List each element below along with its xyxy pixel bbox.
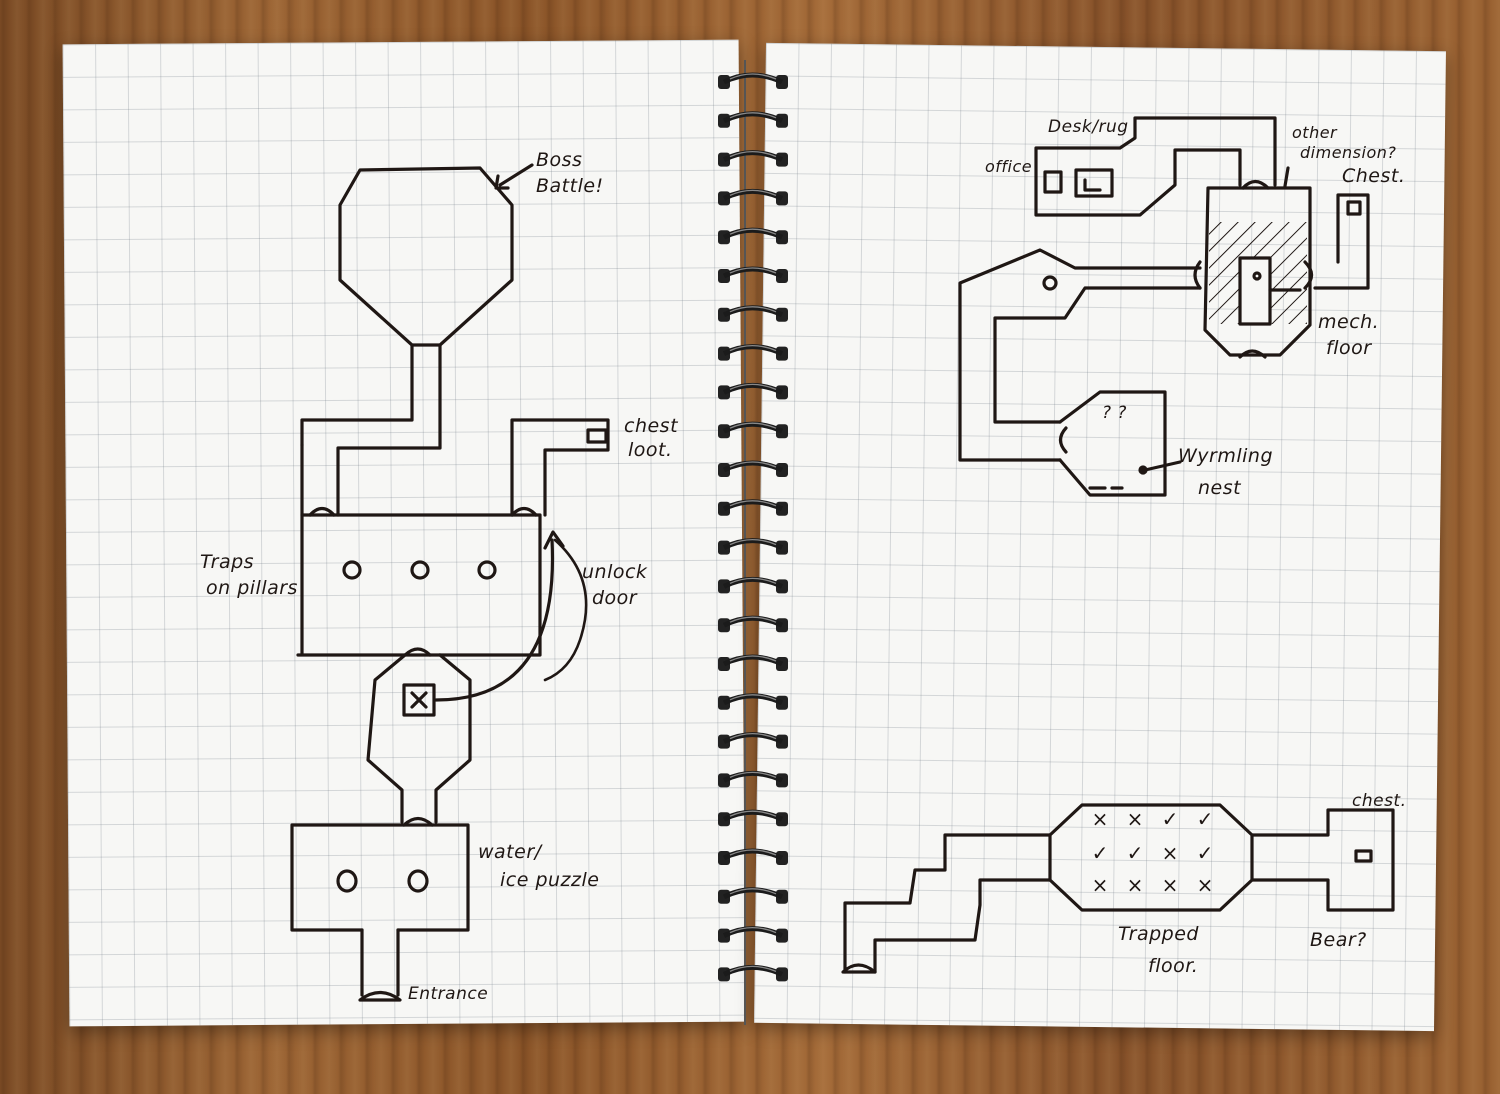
nest-arrow: [1145, 462, 1180, 470]
spiral-ring: [718, 346, 788, 361]
desk-rug-icon: [1076, 170, 1112, 196]
spiral-binding: [718, 60, 788, 1025]
label-unlock-line2: door: [592, 587, 638, 609]
trap-tile-x-icon: ×: [1197, 873, 1214, 897]
label-nest-marks: ? ?: [1102, 403, 1127, 423]
label-boss-line2: Battle!: [536, 175, 604, 197]
spiral-ring: [718, 889, 788, 904]
spiral-ring: [718, 229, 788, 244]
trapped-floor-grid: × × ✓ ✓ ✓ ✓ × ✓ × × × ×: [1092, 807, 1214, 897]
boss-arrow: [500, 165, 532, 185]
spiral-ring: [718, 772, 788, 787]
label-chest-loot-line1: chest: [624, 415, 679, 437]
chest-top-icon: [1348, 202, 1360, 214]
spiral-ring: [718, 190, 788, 205]
spiral-ring: [718, 811, 788, 826]
label-boss-line1: Boss: [536, 149, 582, 171]
label-chest-loot-line2: loot.: [628, 439, 673, 461]
safe-tile-check-icon: ✓: [1197, 807, 1214, 831]
spiral-ring: [718, 423, 788, 438]
nest-dot: [1140, 467, 1146, 473]
safe-tile-check-icon: ✓: [1092, 841, 1109, 865]
spiral-ring: [718, 74, 788, 89]
safe-tile-check-icon: ✓: [1127, 841, 1144, 865]
label-mech-line2: floor: [1326, 337, 1372, 359]
label-chest-top: Chest.: [1342, 165, 1405, 187]
boss-corridor: [302, 345, 440, 515]
pillar-3: [479, 562, 495, 578]
trapped-floor-room: [1050, 805, 1252, 910]
pillar-water-1: [338, 871, 356, 891]
lever-x-icon: [412, 693, 426, 707]
chest-loot-corridor: [512, 420, 608, 515]
pillar-2: [412, 562, 428, 578]
trap-tile-x-icon: ×: [1162, 873, 1179, 897]
label-water-line2: ice puzzle: [500, 869, 599, 891]
spiral-ring: [718, 384, 788, 399]
label-traps-line1: Traps: [200, 551, 254, 573]
label-trapped-line2: floor.: [1148, 955, 1198, 977]
spiral-ring: [718, 268, 788, 283]
label-bear: Bear?: [1310, 929, 1367, 951]
spiral-ring: [718, 695, 788, 710]
label-unlock-line1: unlock: [582, 561, 648, 583]
spiral-ring: [718, 501, 788, 516]
stair-corridor: [845, 835, 1050, 972]
other-dimension-arrow: [1285, 168, 1288, 186]
spiral-ring: [718, 656, 788, 671]
trap-tile-x-icon: ×: [1127, 873, 1144, 897]
safe-tile-check-icon: ✓: [1162, 807, 1179, 831]
spiral-ring: [718, 540, 788, 555]
mech-inner-block: [1240, 258, 1270, 324]
label-water-line1: water/: [478, 841, 544, 863]
corridor-pillar: [1044, 277, 1056, 289]
spiral-ring: [718, 578, 788, 593]
pillar-1: [344, 562, 360, 578]
spiral-ring: [718, 734, 788, 749]
label-wyrmling-line2: nest: [1198, 477, 1242, 499]
label-chest-bottom: chest.: [1352, 791, 1407, 811]
spiral-ring: [718, 462, 788, 477]
spiral-ring: [718, 152, 788, 167]
office-door-icon: [1045, 172, 1061, 192]
label-wyrmling-line1: Wyrmling: [1178, 445, 1273, 467]
trap-tile-x-icon: ×: [1092, 807, 1109, 831]
pillar-room: [298, 515, 540, 655]
door-nest: [1061, 428, 1067, 452]
label-mech-line1: mech.: [1318, 311, 1379, 333]
label-desk-rug: Desk/rug: [1048, 117, 1129, 137]
lever-room: [368, 655, 470, 822]
entrance-door: [360, 993, 400, 1001]
chest-loot-icon: [588, 430, 606, 442]
door-mech-left: [1195, 262, 1200, 288]
desk-mark: [1085, 180, 1100, 190]
spiral-ring: [718, 928, 788, 943]
trap-tile-x-icon: ×: [1127, 807, 1144, 831]
label-office: office: [985, 157, 1032, 176]
trap-tile-x-icon: ×: [1162, 841, 1179, 865]
spiral-ring: [718, 307, 788, 322]
spiral-ring: [718, 113, 788, 128]
entrance-corridor: [362, 930, 398, 995]
spiral-ring: [718, 617, 788, 632]
pillar-water-2: [409, 871, 427, 891]
stair-entry-door: [843, 965, 875, 972]
label-traps-line2: on pillars: [206, 577, 298, 599]
chest-bottom-icon: [1356, 851, 1371, 861]
label-entrance: Entrance: [408, 984, 488, 1004]
spiral-ring: [718, 850, 788, 865]
safe-tile-check-icon: ✓: [1197, 841, 1214, 865]
label-other-dimension-line1: other: [1292, 123, 1338, 142]
boss-room: [340, 168, 512, 345]
spiral-ring: [718, 966, 788, 981]
trap-tile-x-icon: ×: [1092, 873, 1109, 897]
water-room: [292, 825, 468, 930]
label-other-dimension-line2: dimension?: [1300, 143, 1396, 162]
label-trapped-line1: Trapped: [1118, 923, 1199, 945]
